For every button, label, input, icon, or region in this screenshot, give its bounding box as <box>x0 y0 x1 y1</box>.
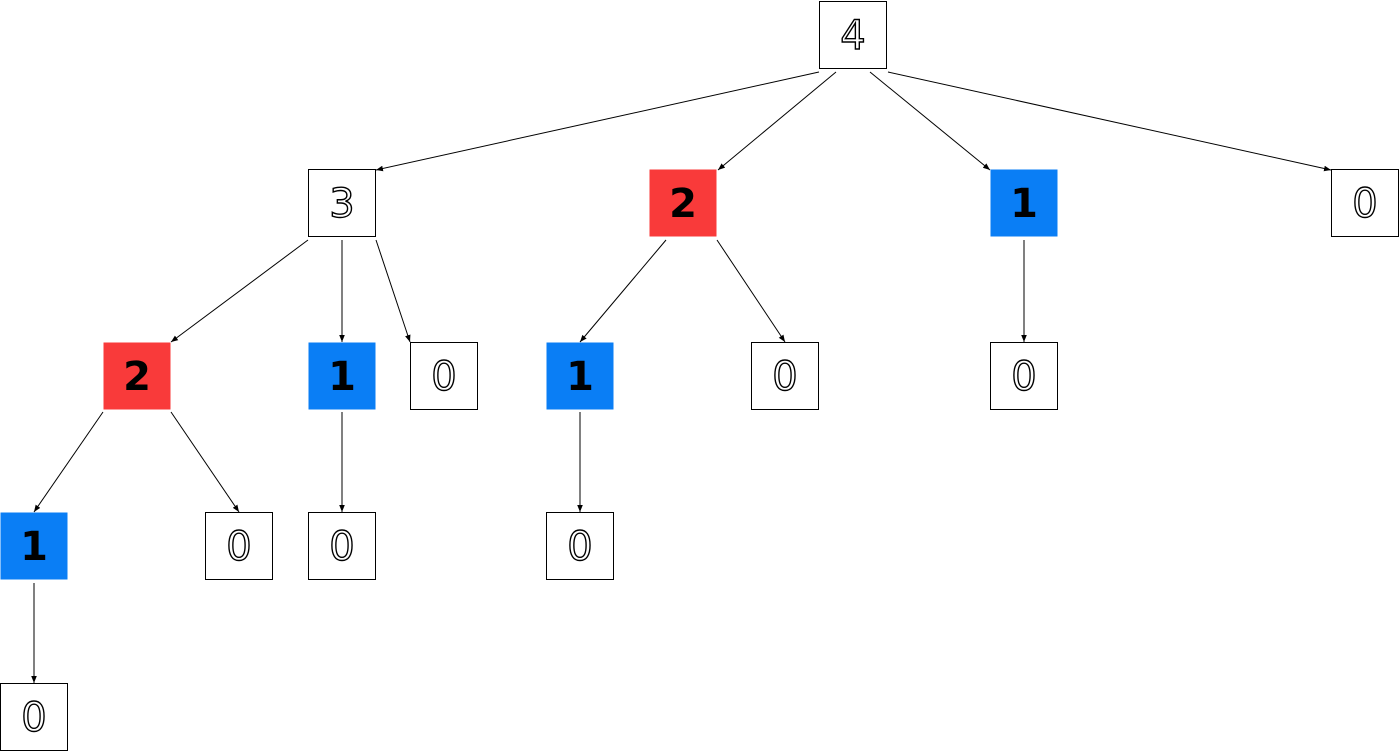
node-box <box>1331 169 1399 237</box>
tree-node-n0c: 0 <box>308 512 376 580</box>
tree-node-n0d: 0 <box>410 342 478 410</box>
edge-n4-n0f <box>887 71 1332 172</box>
node-label: 4 <box>840 13 865 59</box>
node-box <box>649 169 717 237</box>
node-box <box>308 169 376 237</box>
edge-n4-n1d <box>869 71 991 171</box>
tree-node-n0f: 0 <box>1331 169 1399 237</box>
node-box <box>308 512 376 580</box>
node-box <box>308 342 376 410</box>
node-box <box>205 512 273 580</box>
node-label: 1 <box>566 354 594 400</box>
tree-node-n1d: 1 <box>990 169 1058 237</box>
edge-n2a-n0b <box>170 411 240 513</box>
node-box <box>751 342 819 410</box>
tree-node-n0e: 0 <box>751 342 819 410</box>
node-label: 1 <box>328 354 356 400</box>
edge-n4-n3 <box>375 71 820 172</box>
node-box <box>546 342 614 410</box>
node-label: 0 <box>226 524 251 570</box>
tree-node-n2b: 2 <box>649 169 717 237</box>
node-label: 2 <box>669 181 697 227</box>
node-box <box>990 342 1058 410</box>
tree-node-n1b: 1 <box>546 342 614 410</box>
tree-node-n1a: 1 <box>0 512 68 580</box>
node-label: 1 <box>20 524 48 570</box>
node-label: 0 <box>772 354 797 400</box>
node-box <box>990 169 1058 237</box>
edge-n2a-n1a <box>33 411 104 513</box>
edge-n3-n0d <box>375 239 411 343</box>
tree-node-n3: 3 <box>308 169 376 237</box>
node-label: 2 <box>123 354 151 400</box>
edge-n4-n2b <box>717 71 837 171</box>
tree-node-n1c: 1 <box>308 342 376 410</box>
node-box <box>819 1 887 69</box>
tree-node-n0h: 0 <box>546 512 614 580</box>
node-label: 0 <box>329 524 354 570</box>
tree-node-n4: 4 <box>819 1 887 69</box>
node-label: 0 <box>21 695 46 741</box>
node-label: 0 <box>1011 354 1036 400</box>
node-box <box>0 683 68 751</box>
node-box <box>410 342 478 410</box>
edge-n2b-n1b <box>579 239 667 343</box>
node-label: 0 <box>567 524 592 570</box>
edge-layer <box>31 71 1332 683</box>
tree-node-n0b: 0 <box>205 512 273 580</box>
node-label: 1 <box>1010 181 1038 227</box>
node-label: 0 <box>431 354 456 400</box>
node-label: 0 <box>1352 181 1377 227</box>
node-box <box>546 512 614 580</box>
node-label: 3 <box>329 181 354 227</box>
node-box <box>0 512 68 580</box>
tree-node-n0a: 0 <box>0 683 68 751</box>
tree-node-n2a: 2 <box>103 342 171 410</box>
node-box <box>103 342 171 410</box>
tree-node-n0g: 0 <box>990 342 1058 410</box>
edge-n2b-n0e <box>716 239 786 343</box>
edge-n3-n2a <box>170 239 309 343</box>
